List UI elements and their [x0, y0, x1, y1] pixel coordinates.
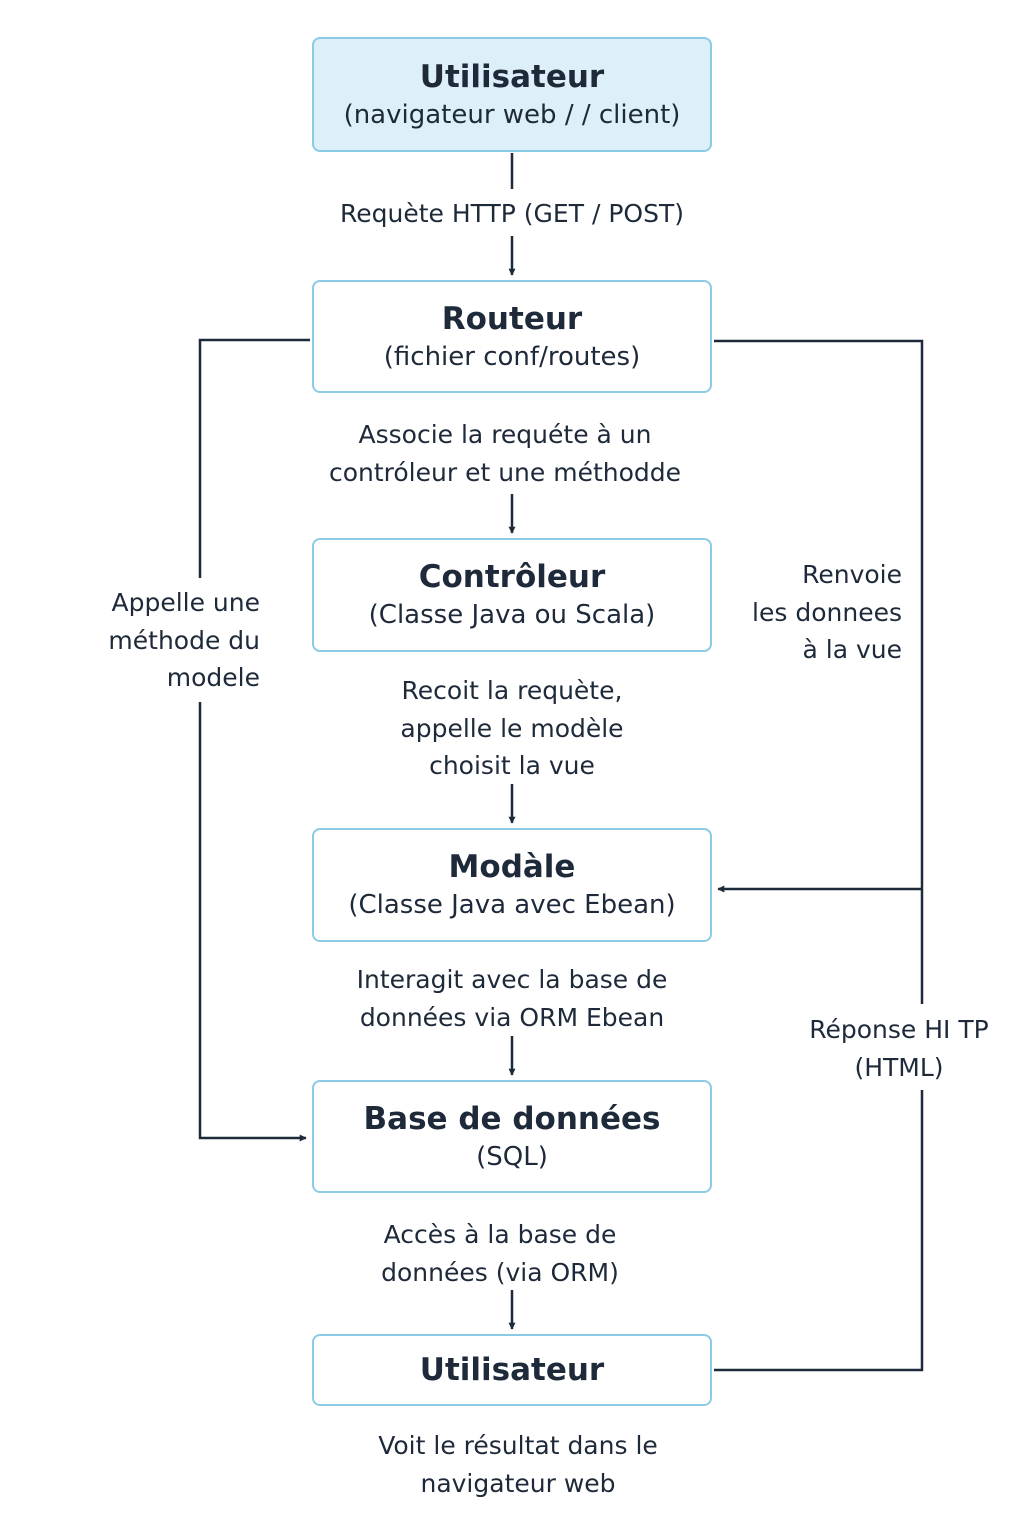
edge-label-right-return-data: Renvoie les donnees à la vue	[752, 560, 902, 664]
edge-label-database-to-user: Accès à la base de données (via ORM)	[381, 1220, 619, 1287]
edge-label-left-call-model: Appelle une méthode du modele	[108, 588, 260, 692]
arrow-right-loop-top	[714, 339, 924, 1004]
node-controller: Contrôleur (Classe Java ou Scala)	[312, 538, 712, 652]
node-database: Base de données (SQL)	[312, 1080, 712, 1193]
edge-label-user-result: Voit le résultat dans le navigateur web	[378, 1431, 658, 1498]
arrow-left-loop-bottom	[198, 702, 307, 1142]
node-title: Contrôleur	[418, 559, 606, 595]
node-user-top: Utilisateur (navigateur web / / client)	[312, 37, 712, 152]
node-subtitle: (Classe Java ou Scala)	[368, 600, 656, 630]
node-user-bottom: Utilisateur	[312, 1334, 712, 1406]
node-title: Utilisateur	[419, 58, 605, 95]
arrow-right-loop-bottom	[714, 1090, 924, 1372]
node-subtitle: (Classe Java avec Ebean)	[348, 890, 676, 920]
edge-label-http-request: Requète HTTP (GET / POST)	[340, 199, 684, 228]
edge-label-model-to-database: Interagit avec la base de données via OR…	[356, 965, 668, 1032]
node-subtitle: (fichier conf/routes)	[383, 341, 641, 372]
node-title: Routeur	[441, 300, 583, 337]
node-title: Modàle	[448, 849, 576, 885]
edge-label-controller-to-model: Recoit la requète, appelle le modèle cho…	[400, 676, 624, 780]
edge-label-right-http-response: Réponse HI TP (HTML)	[809, 1015, 989, 1082]
node-title: Utilisateur	[419, 1352, 605, 1388]
node-router: Routeur (fichier conf/routes)	[312, 280, 712, 393]
node-model: Modàle (Classe Java avec Ebean)	[312, 828, 712, 942]
edge-label-router-to-controller: Associe la requéte à un contróleur et un…	[328, 420, 682, 487]
node-title: Base de données	[363, 1100, 661, 1137]
node-subtitle: (SQL)	[476, 1141, 548, 1172]
arrow-left-loop-top	[198, 338, 310, 578]
node-subtitle: (navigateur web / / client)	[343, 99, 681, 130]
